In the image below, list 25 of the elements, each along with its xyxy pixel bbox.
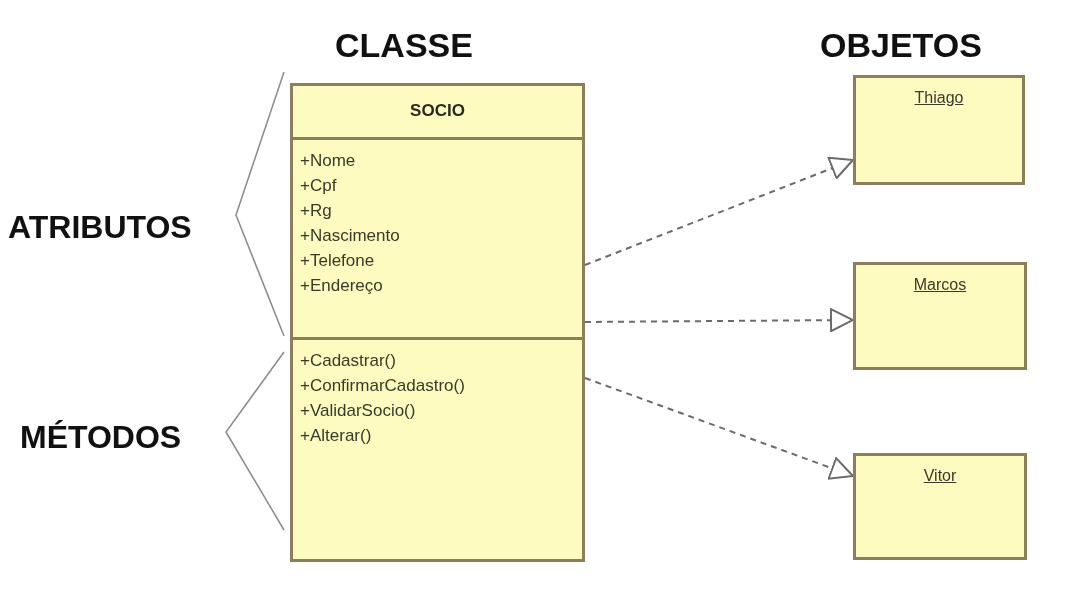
object-box — [853, 453, 1027, 560]
class-name: SOCIO — [409, 100, 466, 122]
method-text: +ConfirmarCadastro() — [300, 375, 466, 397]
object-name: Marcos — [913, 275, 967, 295]
heading-label: MÉTODOS — [20, 418, 182, 457]
method-text: +Alterar() — [300, 425, 373, 447]
heading-label: CLASSE — [335, 25, 473, 66]
attribute-text: +Telefone — [300, 250, 376, 272]
attribute-text: +Nome — [300, 150, 357, 172]
attribute-text: +Nascimento — [300, 225, 401, 247]
method-text: +ValidarSocio() — [300, 400, 417, 422]
object-box — [853, 75, 1025, 185]
heading-label: ATRIBUTOS — [8, 208, 192, 247]
attribute-text: +Rg — [300, 200, 333, 222]
method-text: +Cadastrar() — [300, 350, 397, 372]
class-box — [290, 83, 585, 562]
dashed-arrow — [584, 377, 854, 480]
attribute-text: +Cpf — [300, 175, 338, 197]
object-name: Vitor — [923, 466, 957, 486]
heading-label: OBJETOS — [820, 25, 982, 66]
dashed-arrow — [584, 308, 854, 333]
object-name: Thiago — [914, 88, 964, 108]
object-box — [853, 262, 1027, 370]
attribute-text: +Endereço — [300, 275, 384, 297]
dashed-arrow — [584, 156, 854, 266]
